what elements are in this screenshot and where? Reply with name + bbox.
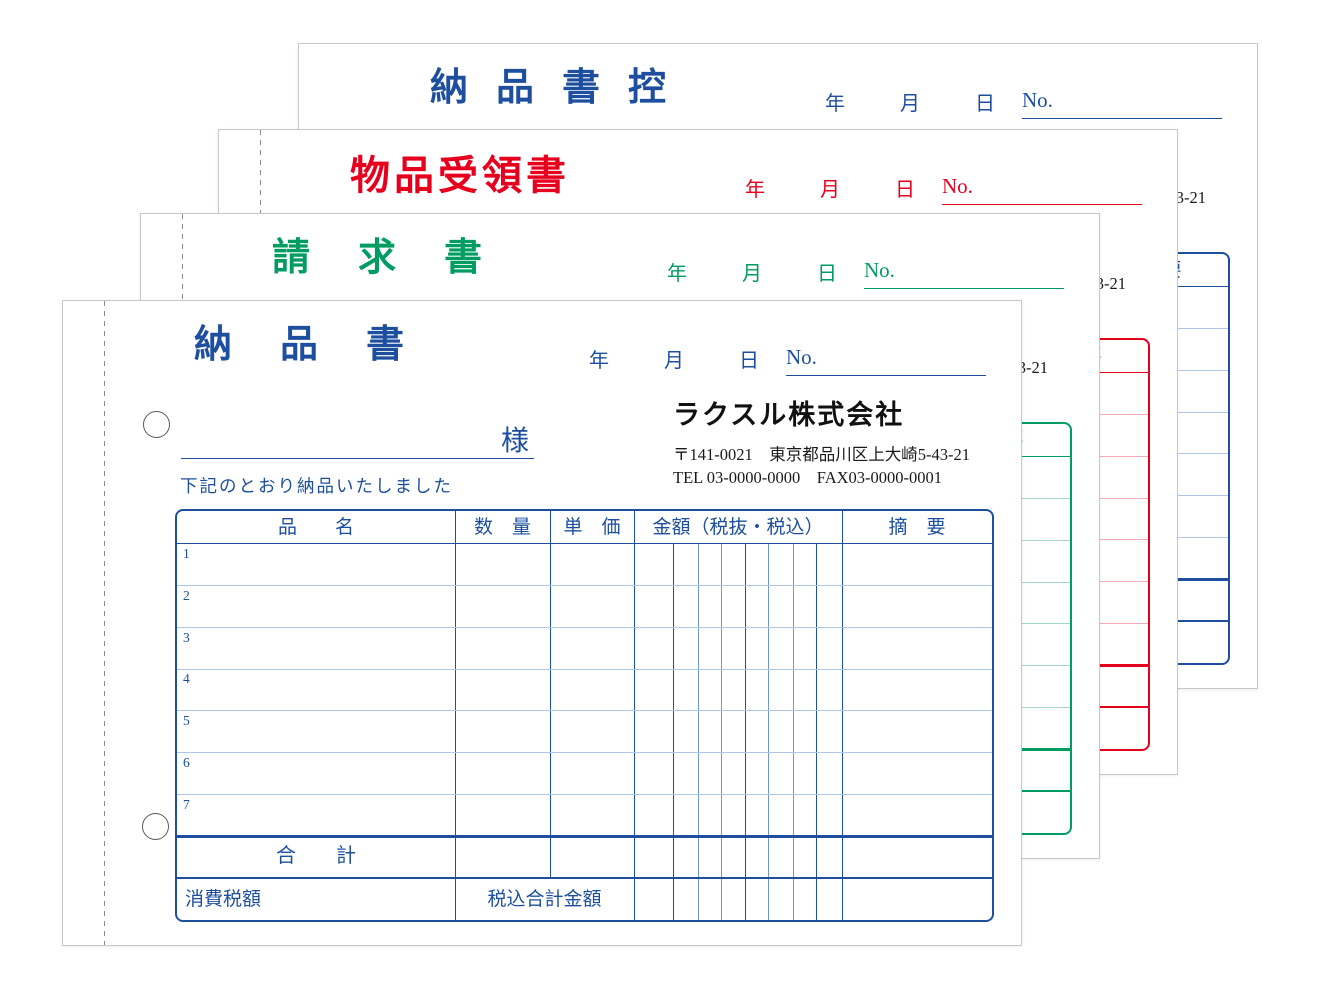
row-number: 2 bbox=[183, 587, 190, 603]
date-label-month: 月 bbox=[742, 263, 762, 285]
table-gridline bbox=[177, 710, 992, 711]
col-header-item: 品 名 bbox=[277, 517, 354, 538]
date-label-month: 月 bbox=[820, 179, 840, 201]
table-gridline bbox=[842, 511, 844, 920]
row-number: 7 bbox=[183, 796, 190, 812]
row-number: 4 bbox=[183, 671, 190, 687]
no-field: No. bbox=[864, 258, 1064, 289]
no-field: No. bbox=[1022, 88, 1222, 119]
punch-hole-bottom bbox=[142, 813, 169, 840]
table-gridline bbox=[177, 794, 992, 795]
table-gridline bbox=[177, 835, 992, 838]
amount-digit-line bbox=[745, 543, 747, 920]
punch-hole-top bbox=[143, 411, 170, 438]
col-header-qty: 数 量 bbox=[473, 517, 531, 538]
table-gridline bbox=[455, 511, 457, 920]
perforation-line bbox=[104, 301, 106, 945]
date-label-day: 日 bbox=[895, 179, 915, 201]
date-label-day: 日 bbox=[975, 93, 995, 115]
amount-digit-line bbox=[816, 543, 818, 920]
amount-digit-line bbox=[698, 543, 699, 920]
date-label-year: 年 bbox=[667, 263, 687, 285]
date-label-month: 月 bbox=[664, 350, 684, 372]
date-label-year: 年 bbox=[825, 93, 845, 115]
sheet-delivery-slip: 納品書年 月 日 No. 様 ラクスル株式会社〒141-0021 東京都品川区上大崎5-4… bbox=[62, 300, 1022, 946]
col-header-unit-price: 単 価 bbox=[563, 517, 621, 538]
addressee-underline bbox=[181, 425, 534, 459]
date-label-day: 日 bbox=[817, 263, 837, 285]
date-label-year: 年 bbox=[745, 179, 765, 201]
amount-digit-line bbox=[793, 543, 794, 920]
date-label-day: 日 bbox=[739, 350, 759, 372]
table-gridline bbox=[177, 543, 992, 545]
sheet-title: 納品書 bbox=[194, 324, 453, 366]
tax-label: 消費税額 bbox=[185, 889, 262, 910]
grand-total-label: 税込合計金額 bbox=[487, 889, 602, 910]
row-number: 1 bbox=[183, 546, 190, 561]
row-number: 6 bbox=[183, 755, 190, 770]
sheet-title: 請求書 bbox=[272, 237, 531, 279]
sheet-title: 物品受領書 bbox=[350, 154, 570, 198]
total-label: 合 計 bbox=[276, 845, 356, 867]
date-label-month: 月 bbox=[900, 93, 920, 115]
row-number: 3 bbox=[183, 629, 190, 645]
table-gridline bbox=[177, 877, 992, 879]
table-gridline bbox=[177, 752, 992, 753]
amount-digit-line bbox=[721, 543, 722, 920]
sender-name: ラクスル株式会社 bbox=[673, 400, 905, 430]
col-header-remarks: 摘 要 bbox=[888, 517, 946, 538]
no-field: No. bbox=[942, 174, 1142, 205]
row-number: 5 bbox=[183, 713, 190, 729]
sender-telfax: TEL 03-0000-0000 FAX03-0000-0001 bbox=[673, 468, 943, 487]
table-gridline bbox=[634, 511, 636, 920]
sender-address: 〒141-0021 東京都品川区上大崎5-43-21 bbox=[673, 445, 970, 464]
date-label-year: 年 bbox=[589, 350, 609, 372]
col-header-amount: 金額（税抜・税込） bbox=[652, 517, 824, 538]
amount-digit-line bbox=[673, 543, 675, 920]
addressee-suffix: 様 bbox=[501, 426, 530, 457]
table-gridline bbox=[550, 511, 552, 877]
items-table: 品 名 数 量 単 価 金額（税抜・税込） 摘 要 1 2 3 4 5 6 7 合 計消費税額 税込合計金… bbox=[175, 509, 994, 922]
table-gridline bbox=[177, 585, 992, 586]
amount-digit-line bbox=[768, 543, 769, 920]
table-gridline bbox=[177, 627, 992, 628]
lead-sentence: 下記のとおり納品いたしました bbox=[180, 476, 453, 496]
no-field: No. bbox=[786, 345, 986, 376]
sheet-title: 納品書控 bbox=[430, 67, 695, 109]
table-gridline bbox=[177, 669, 992, 670]
